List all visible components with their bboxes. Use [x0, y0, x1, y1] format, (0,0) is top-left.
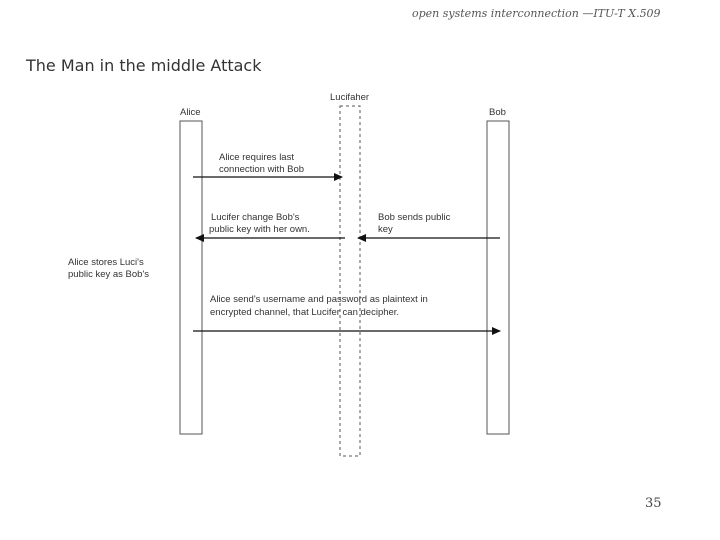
message-4-text-line-2: encrypted channel, that Lucifer can deci… [210, 307, 399, 318]
message-2-text-line-1: Lucifer change Bob's [211, 212, 300, 223]
slide-header: open systems interconnection —ITU-T X.50… [412, 7, 661, 20]
message-4-text-line-1: Alice send's username and password as pl… [210, 294, 428, 305]
participant-label-alice: Alice [180, 107, 201, 118]
lifeline-alice [179, 120, 203, 435]
participant-label-lucifer: Lucifaher [330, 92, 369, 103]
message-3-text-line-1: Bob sends public [378, 212, 451, 223]
lifeline-lucifer [339, 105, 361, 457]
lifeline-bob [486, 120, 510, 435]
alice-note-line-2: public key as Bob's [68, 269, 149, 280]
message-1-text-line-2: connection with Bob [219, 164, 304, 175]
message-3-text-line-2: key [378, 224, 393, 235]
participant-label-bob: Bob [489, 107, 506, 118]
message-2-text-line-2: public key with her own. [209, 224, 310, 235]
alice-note-line-1: Alice stores Luci's [68, 257, 144, 268]
message-1-text-line-1: Alice requires last [219, 152, 294, 163]
slide-title: The Man in the middle Attack [26, 56, 262, 75]
page-number: 35 [645, 496, 662, 511]
